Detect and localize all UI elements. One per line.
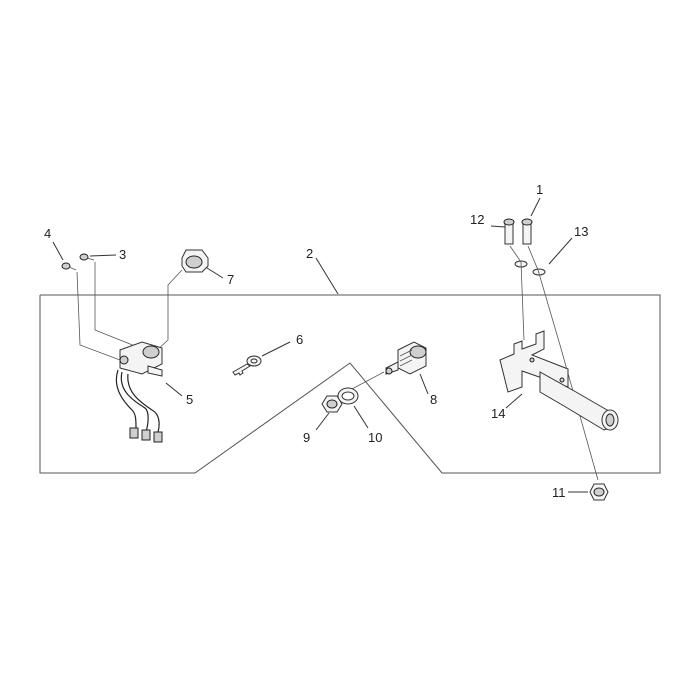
- callout-10[interactable]: 10: [368, 430, 382, 445]
- key-6-icon[interactable]: [232, 355, 262, 376]
- bolt-1-icon[interactable]: [521, 218, 533, 245]
- switch-wire-c: [115, 369, 137, 429]
- switch-wire-b: [127, 373, 160, 433]
- connector-b: [141, 429, 151, 441]
- screw-4-icon[interactable]: [61, 262, 77, 271]
- callout-2[interactable]: 2: [306, 246, 313, 261]
- callout-4[interactable]: 4: [44, 226, 51, 241]
- callout-8[interactable]: 8: [430, 392, 437, 407]
- callout-7[interactable]: 7: [227, 272, 234, 287]
- washer-10-icon[interactable]: [337, 387, 359, 405]
- callout-14[interactable]: 14: [491, 406, 505, 421]
- callout-6[interactable]: 6: [296, 332, 303, 347]
- switch-body-8-icon[interactable]: [385, 341, 427, 375]
- nut-11-icon[interactable]: [589, 483, 609, 501]
- connector-a: [129, 427, 139, 439]
- phantom-line-3: [94, 262, 141, 349]
- callout-9[interactable]: 9: [303, 430, 310, 445]
- screw-3-icon[interactable]: [79, 253, 95, 261]
- phantom-line-8: [349, 371, 385, 391]
- phantom-line-bolt-12: [509, 245, 525, 341]
- cap-7-icon[interactable]: [181, 249, 209, 273]
- switch-wire-a: [120, 371, 149, 433]
- bolt-12-icon[interactable]: [503, 218, 515, 245]
- ignition-switch-5-icon[interactable]: [119, 341, 163, 377]
- callout-11[interactable]: 11: [552, 485, 566, 500]
- callout-5[interactable]: 5: [186, 392, 193, 407]
- nut-9-icon[interactable]: [321, 395, 343, 413]
- leader-lines: [52, 197, 588, 493]
- phantom-line-4: [76, 271, 129, 364]
- callout-1[interactable]: 1: [536, 182, 543, 197]
- bracket-14-icon[interactable]: [499, 330, 619, 431]
- callout-labels: 1 2 3 4 5 6 7 8 9 10 11 12 13 14: [44, 182, 588, 500]
- callout-3[interactable]: 3: [119, 247, 126, 262]
- phantom-line-7: [154, 269, 183, 353]
- callout-12[interactable]: 12: [470, 212, 484, 227]
- assembly-boundary: [39, 294, 661, 474]
- callout-13[interactable]: 13: [574, 224, 588, 239]
- connector-c: [153, 431, 163, 443]
